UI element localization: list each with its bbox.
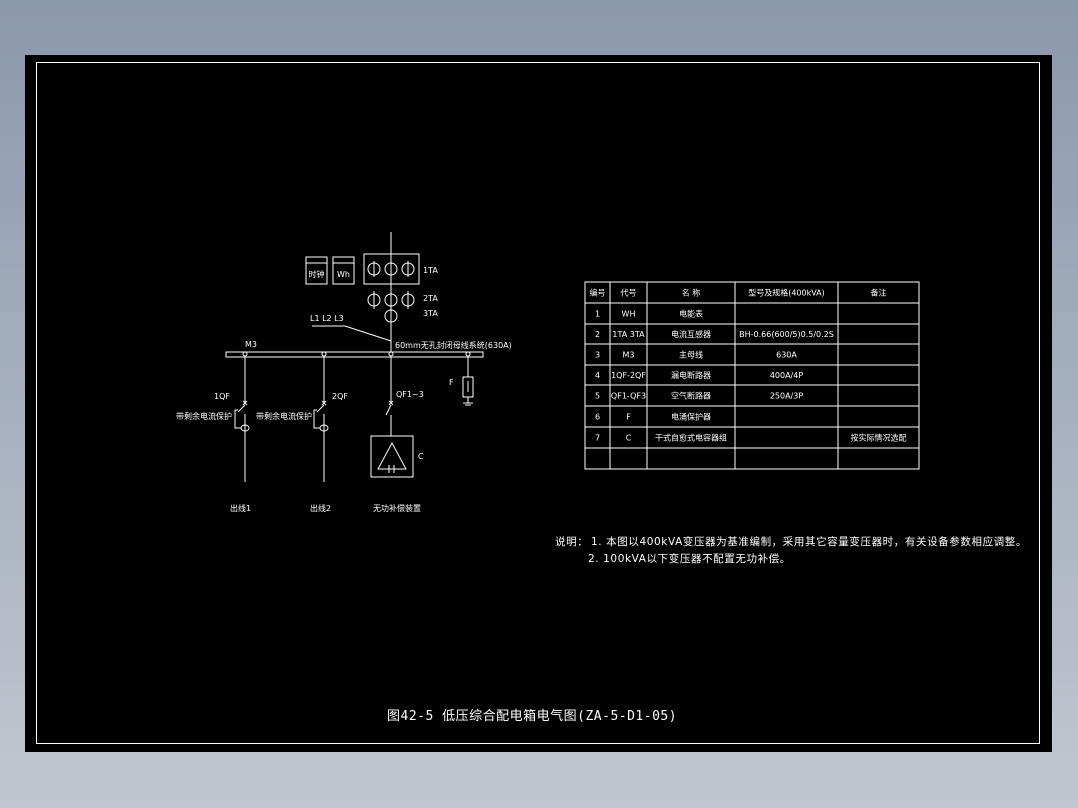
table-cell-no: 3 (595, 351, 600, 360)
ct2-symbols (367, 291, 415, 309)
table-cell-spec: 400A/4P (770, 371, 804, 380)
table-cell-no: 7 (595, 434, 600, 443)
ct3-label: 3TA (423, 309, 438, 318)
single-line-diagram: 时钟 Wh 1TA 2TA 3T (176, 232, 1027, 724)
wh-meter-label: Wh (337, 270, 350, 279)
branch-3-outlet-label: 无功补偿装置 (373, 503, 421, 513)
branch-1-protection-label: 带剩余电流保护 (176, 411, 232, 421)
capacitor-label: C (418, 452, 424, 461)
branch-2 (313, 351, 329, 482)
note-line-1: 1. 本图以400kVA变压器为基准编制，采用其它容量变压器时，有关设备参数相应… (591, 535, 1027, 548)
ct1-box (363, 253, 420, 285)
ct1-symbols (367, 261, 415, 277)
table-header-name: 名 称 (682, 288, 701, 298)
branch-3-breaker-label: QF1~3 (396, 390, 424, 399)
branch-1 (234, 351, 250, 482)
phase-leader-line (312, 325, 392, 342)
table-cell-spec: 630A (776, 351, 797, 360)
table-header-spec: 型号及规格(400kVA) (748, 288, 825, 298)
table-cell-name: 空气断路器 (671, 391, 711, 401)
table-cell-no: 4 (595, 371, 600, 380)
branch-3 (370, 351, 414, 478)
branch-2-breaker-label: 2QF (332, 392, 348, 401)
surge-protector (462, 351, 474, 406)
equipment-table-text: 编号 代号 名 称 型号及规格(400kVA) 备注 1 WH 电能表 2 1TA 3TA 电流互感… (590, 288, 907, 443)
clock-meter-box: 时钟 (305, 256, 328, 285)
table-cell-name: 干式自愈式电容器组 (655, 433, 727, 443)
drawing-border (36, 62, 1040, 744)
table-cell-code: QF1-QF3 (611, 392, 646, 401)
table-cell-name: 漏电断路器 (671, 370, 711, 380)
busbar-description: 60mm无孔封闭母线系统(630A) (395, 340, 512, 350)
table-header-remark: 备注 (871, 288, 887, 298)
branch-1-outlet-label: 出线1 (230, 503, 251, 513)
table-header-code: 代号 (621, 288, 637, 298)
capacitor-delta-symbol (377, 441, 407, 470)
drawing-title: 图42-5 低压综合配电箱电气图(ZA-5-D1-05) (387, 708, 677, 724)
ct2-label: 2TA (423, 294, 438, 303)
branch-2-outlet-label: 出线2 (310, 503, 331, 513)
table-cell-remark: 按实际情况选配 (851, 433, 907, 443)
table-cell-code: C (626, 434, 632, 443)
table-cell-spec: 250A/3P (770, 392, 804, 401)
watt-hour-meter-box: Wh (332, 256, 355, 285)
table-cell-code: M3 (623, 351, 635, 360)
table-cell-code: F (626, 413, 631, 422)
table-header-no: 编号 (590, 288, 606, 298)
table-cell-name: 电涌保护器 (671, 412, 711, 422)
branch-1-breaker-label: 1QF (214, 392, 230, 401)
table-cell-no: 1 (595, 310, 600, 319)
notes-prefix: 说明： (555, 535, 588, 548)
phase-label: L1 L2 L3 (310, 314, 344, 323)
table-cell-no: 5 (595, 392, 600, 401)
note-line-2: 2. 100kVA以下变压器不配置无功补偿。 (588, 552, 791, 565)
table-cell-name: 电流互感器 (671, 329, 711, 339)
table-cell-code: 1QF-2QF (611, 371, 646, 380)
main-busbar (225, 351, 484, 358)
ct1-label: 1TA (423, 266, 438, 275)
equipment-table (584, 281, 920, 470)
busbar-label: M3 (245, 340, 257, 349)
cad-drawing-canvas[interactable]: 时钟 Wh 1TA 2TA 3T (25, 55, 1052, 752)
ct3-symbol (384, 309, 398, 323)
table-cell-name: 主母线 (679, 350, 703, 360)
capacitor-bank-box (370, 435, 414, 478)
table-cell-no: 6 (595, 413, 600, 422)
table-cell-no: 2 (595, 330, 600, 339)
clock-meter-label: 时钟 (309, 269, 325, 279)
table-cell-name: 电能表 (679, 309, 703, 319)
table-cell-spec: BH-0.66(600/5)0.5/0.2S (739, 330, 834, 339)
table-cell-code: 1TA 3TA (612, 330, 645, 339)
table-cell-code: WH (622, 310, 636, 319)
branch-2-protection-label: 带剩余电流保护 (256, 411, 312, 421)
surge-protector-label: F (449, 378, 454, 387)
